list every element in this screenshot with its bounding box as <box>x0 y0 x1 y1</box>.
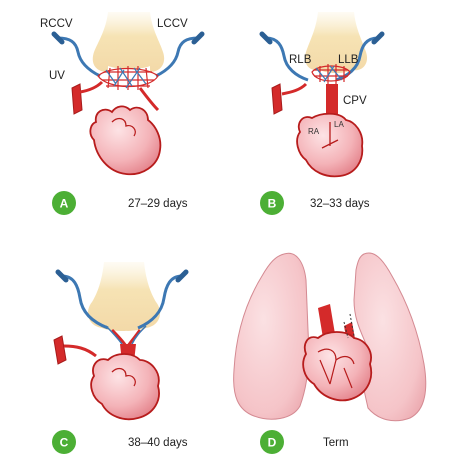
label-ra: RA <box>308 127 320 136</box>
label-rccv: RCCV <box>40 18 73 30</box>
heart-chambers <box>317 348 355 389</box>
right-cardinal-vein <box>61 274 109 330</box>
pulmonary-veins-blue <box>105 325 147 345</box>
lung-bud <box>92 12 165 72</box>
panel-d: D Term <box>233 252 427 454</box>
panel-a: RCCV LCCV UV A 27–29 days <box>40 12 205 215</box>
caption-d: Term <box>323 437 349 449</box>
label-la: LA <box>334 120 344 129</box>
right-lung <box>233 252 310 420</box>
badge-d-text: D <box>268 436 277 450</box>
caption-c: 38–40 days <box>128 437 188 449</box>
vein-cap-left <box>259 31 273 45</box>
vein-cap-right <box>371 31 385 45</box>
badge-b-text: B <box>268 197 277 211</box>
lung-bud <box>304 12 368 73</box>
vein-cap-right <box>175 269 189 283</box>
caption-b: 32–33 days <box>310 198 370 210</box>
panel-c: C 38–40 days <box>52 262 189 454</box>
label-rlb: RLB <box>289 54 312 66</box>
heart <box>90 353 160 421</box>
atrial-septum <box>321 122 339 149</box>
right-cardinal-vein <box>265 36 309 82</box>
vessel-to-heart <box>63 344 97 358</box>
heart <box>302 331 373 402</box>
right-common-cardinal-vein <box>57 36 101 78</box>
label-llb: LLB <box>338 54 359 66</box>
splanchnic-plexus <box>311 64 351 84</box>
umbilical-vein <box>71 83 83 115</box>
vessel-to-plexus <box>79 80 104 94</box>
badge-a <box>52 191 76 215</box>
badge-c <box>52 430 76 454</box>
vein-cap-left <box>51 31 65 45</box>
label-cpv: CPV <box>343 95 367 107</box>
common-pulmonary-vein <box>326 84 338 118</box>
lung-bud <box>87 262 161 331</box>
heart-fold <box>111 367 136 387</box>
heart-fold <box>111 117 136 137</box>
label-uv: UV <box>49 70 65 82</box>
badge-d <box>260 430 284 454</box>
left-cardinal-vein <box>137 274 183 330</box>
vein-cap-right <box>191 31 205 45</box>
heart <box>89 105 162 176</box>
vein-cap-left <box>55 269 69 283</box>
splanchnic-plexus <box>97 66 159 90</box>
umbilical-vein <box>271 83 283 115</box>
dashed-connector <box>343 313 355 339</box>
panel-b: RLB LLB CPV RA LA B 32–33 days <box>259 12 385 215</box>
badge-a-text: A <box>60 197 69 211</box>
umbilical-vein <box>53 335 67 365</box>
badge-c-text: C <box>60 436 69 450</box>
left-common-cardinal-vein <box>155 36 199 78</box>
badge-b <box>260 191 284 215</box>
outflow-vessel <box>138 87 160 112</box>
label-lccv: LCCV <box>157 18 188 30</box>
caption-a: 27–29 days <box>128 198 188 210</box>
vessel-to-heart <box>281 82 308 96</box>
left-lung <box>353 252 427 422</box>
